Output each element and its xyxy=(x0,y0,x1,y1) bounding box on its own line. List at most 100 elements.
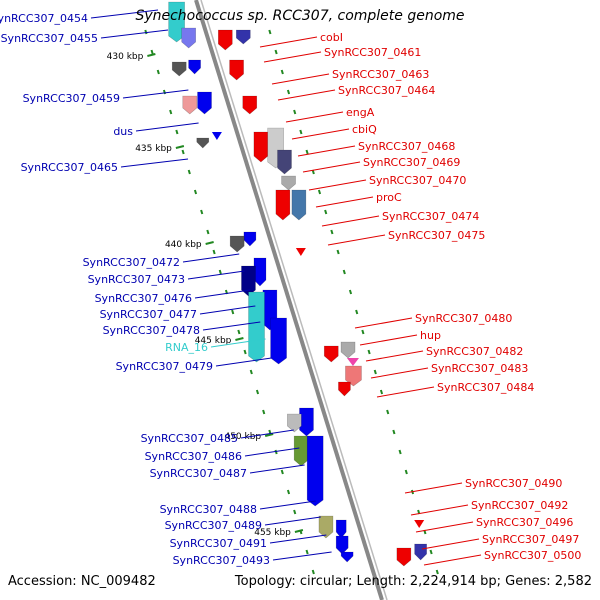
forward-gene-glyph[interactable] xyxy=(335,535,349,555)
gene-label-right[interactable]: SynRCC307_0463 xyxy=(332,68,429,81)
label-leader-left xyxy=(182,253,240,263)
label-leader-left xyxy=(194,289,251,299)
label-leader-right xyxy=(415,521,474,533)
reverse-gene-glyph[interactable] xyxy=(414,543,427,561)
kbp-tick xyxy=(264,433,274,437)
gene-label-left[interactable]: SynRCC307_0491 xyxy=(170,537,267,550)
gene-label-left[interactable]: SynRCC307_0478 xyxy=(103,324,200,337)
gene-label-left[interactable]: SynRCC307_0485 xyxy=(141,432,238,445)
label-leader-right xyxy=(423,554,482,566)
gene-label-right[interactable]: SynRCC307_0497 xyxy=(482,533,579,546)
forward-gene-glyph[interactable] xyxy=(188,59,201,75)
forward-gene-glyph[interactable] xyxy=(318,515,334,539)
forward-gene-glyph[interactable] xyxy=(287,413,302,433)
right-guide-dot xyxy=(361,329,365,335)
reverse-gene-glyph[interactable] xyxy=(281,175,296,191)
gene-label-left[interactable]: SynRCC307_0493 xyxy=(173,554,270,567)
reverse-gene-glyph[interactable] xyxy=(218,29,233,51)
reverse-gene-glyph[interactable] xyxy=(242,95,258,115)
reverse-gene-glyph[interactable] xyxy=(338,381,351,397)
gene-label-right[interactable]: SynRCC307_0468 xyxy=(358,140,455,153)
gene-label-left[interactable]: SynRCC307_0454 xyxy=(0,12,88,25)
label-leader-right xyxy=(291,128,350,140)
gene-label-left[interactable]: SynRCC307_0476 xyxy=(95,292,192,305)
forward-gene-glyph[interactable] xyxy=(253,257,267,287)
left-guide-dot xyxy=(231,309,235,315)
forward-gene-glyph[interactable] xyxy=(270,317,287,365)
gene-label-right[interactable]: SynRCC307_0483 xyxy=(431,362,528,375)
gene-label-left[interactable]: SynRCC307_0486 xyxy=(145,450,242,463)
reverse-gene-glyph[interactable] xyxy=(340,341,356,359)
reverse-gene-glyph[interactable] xyxy=(345,365,362,387)
reverse-gene-glyph[interactable] xyxy=(275,189,291,221)
reverse-gene-glyph[interactable] xyxy=(346,358,359,366)
forward-gene-glyph[interactable] xyxy=(196,137,210,149)
gene-label-right[interactable]: SynRCC307_0490 xyxy=(465,477,562,490)
gene-label-left[interactable]: SynRCC307_0472 xyxy=(83,256,180,269)
gene-label-left[interactable]: SynRCC307_0459 xyxy=(23,92,120,105)
reverse-gene-glyph[interactable] xyxy=(323,345,339,363)
gene-label-left[interactable]: SynRCC307_0487 xyxy=(150,467,247,480)
gene-label-right[interactable]: SynRCC307_0500 xyxy=(484,549,581,562)
forward-gene-glyph[interactable] xyxy=(211,132,222,140)
gene-label-right[interactable]: hup xyxy=(420,329,441,342)
gene-label-right[interactable]: SynRCC307_0470 xyxy=(369,174,466,187)
forward-gene-glyph[interactable] xyxy=(293,435,309,467)
forward-gene-glyph[interactable] xyxy=(182,95,198,115)
label-leader-left xyxy=(90,9,159,19)
label-leader-left xyxy=(187,270,245,280)
gene-label-left[interactable]: SynRCC307_0465 xyxy=(21,161,118,174)
gene-label-right[interactable]: SynRCC307_0469 xyxy=(363,156,460,169)
reverse-gene-glyph[interactable] xyxy=(236,29,251,45)
gene-label-right[interactable]: proC xyxy=(376,191,402,204)
forward-gene-glyph[interactable] xyxy=(181,27,196,49)
gene-label-right[interactable]: SynRCC307_0474 xyxy=(382,210,479,223)
right-guide-dot xyxy=(386,409,390,415)
gene-label-right[interactable]: SynRCC307_0480 xyxy=(415,312,512,325)
forward-gene-glyph[interactable] xyxy=(241,265,256,297)
gene-label-left[interactable]: SynRCC307_0473 xyxy=(88,273,185,286)
forward-gene-glyph[interactable] xyxy=(171,61,187,77)
gene-label-right[interactable]: SynRCC307_0461 xyxy=(324,46,421,59)
right-guide-dot xyxy=(398,449,402,455)
forward-gene-glyph[interactable] xyxy=(248,291,265,363)
right-guide-dot xyxy=(348,289,353,295)
gene-label-right[interactable]: SynRCC307_0482 xyxy=(426,345,523,358)
gene-label-left[interactable]: SynRCC307_0477 xyxy=(100,308,197,321)
gene-label-right[interactable]: cobI xyxy=(320,31,343,44)
reverse-gene-glyph[interactable] xyxy=(295,248,306,256)
forward-gene-glyph[interactable] xyxy=(229,235,245,253)
gene-label-right[interactable]: SynRCC307_0464 xyxy=(338,84,435,97)
gene-label-right[interactable]: cbiQ xyxy=(352,123,377,136)
gene-label-right[interactable]: engA xyxy=(346,106,375,119)
forward-gene-glyph[interactable] xyxy=(340,551,354,563)
gene-label-left[interactable]: SynRCC307_0488 xyxy=(160,503,257,516)
reverse-gene-glyph[interactable] xyxy=(414,520,425,528)
forward-gene-glyph[interactable] xyxy=(197,91,212,115)
forward-gene-glyph[interactable] xyxy=(168,1,185,43)
rna-label[interactable]: RNA_16 xyxy=(165,341,208,354)
gene-label-right[interactable]: SynRCC307_0496 xyxy=(476,516,573,529)
reverse-gene-glyph[interactable] xyxy=(396,547,412,567)
left-guide-dot xyxy=(175,129,179,135)
reverse-gene-glyph[interactable] xyxy=(291,189,307,221)
right-guide-dot xyxy=(274,49,278,55)
label-leader-left xyxy=(264,516,321,526)
gene-label-left[interactable]: SynRCC307_0479 xyxy=(116,360,213,373)
gene-label-left[interactable]: dus xyxy=(113,125,133,138)
gene-label-left[interactable]: SynRCC307_0489 xyxy=(165,519,262,532)
reverse-gene-glyph[interactable] xyxy=(277,149,292,175)
gene-label-right[interactable]: SynRCC307_0484 xyxy=(437,381,534,394)
gene-label-right[interactable]: SynRCC307_0492 xyxy=(471,499,568,512)
forward-gene-glyph[interactable] xyxy=(335,519,347,539)
left-guide-dot xyxy=(206,229,210,235)
label-leader-right xyxy=(277,89,336,101)
gene-label-left[interactable]: SynRCC307_0455 xyxy=(1,32,98,45)
reverse-gene-glyph[interactable] xyxy=(253,131,269,163)
forward-gene-glyph[interactable] xyxy=(306,435,324,507)
forward-gene-glyph[interactable] xyxy=(243,231,257,247)
kbp-tick xyxy=(175,145,185,149)
reverse-gene-glyph[interactable] xyxy=(229,59,244,81)
gene-label-right[interactable]: SynRCC307_0475 xyxy=(388,229,485,242)
